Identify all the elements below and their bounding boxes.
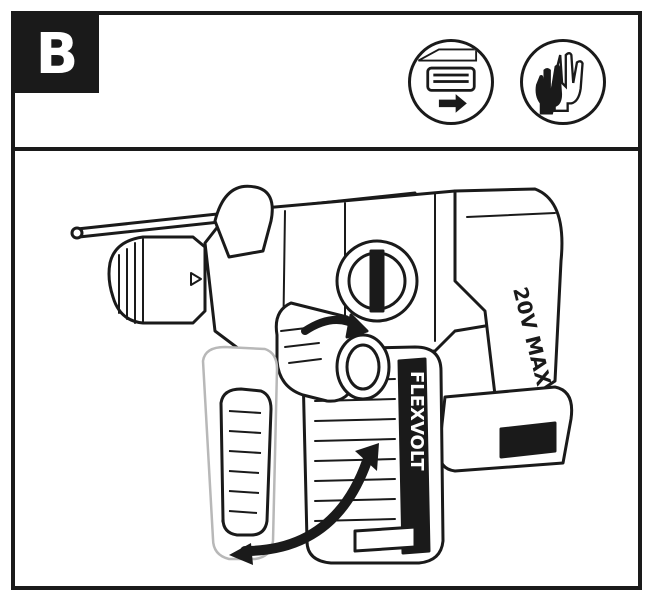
depth-rod-clamp bbox=[213, 184, 274, 259]
step-badge: B bbox=[15, 15, 99, 93]
remove-battery-icon bbox=[408, 39, 494, 125]
rotary-hammer-drawing: 20V MAX FLEXVOLT bbox=[70, 184, 574, 565]
wear-gloves-icon bbox=[520, 39, 606, 125]
step-letter: B bbox=[35, 21, 79, 87]
swing-arrow bbox=[229, 443, 379, 565]
panel-header: B bbox=[15, 15, 638, 151]
housing-lettering: FLEXVOLT bbox=[406, 371, 427, 471]
side-handle-grip bbox=[219, 387, 273, 537]
instruction-panel: B bbox=[11, 11, 642, 590]
rotary-hammer-illustration: 20V MAX FLEXVOLT bbox=[15, 151, 638, 586]
